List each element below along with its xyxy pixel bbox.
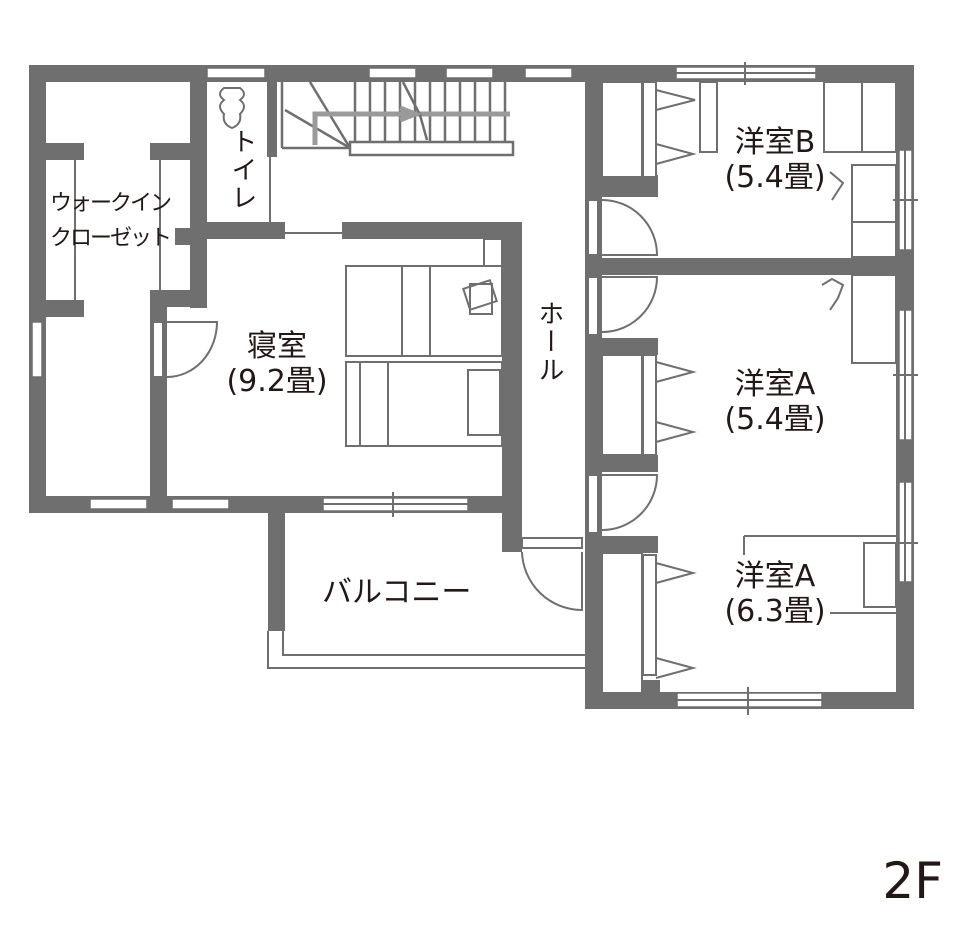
balcony-railing — [267, 631, 585, 669]
balcony-label: バルコニー — [322, 575, 472, 610]
western-room-b-label: 洋室B (5.4畳) — [705, 125, 845, 195]
western-room-a2-label: 洋室A (6.3畳) — [705, 559, 845, 629]
beds — [345, 238, 503, 447]
room-a2-fixtures — [601, 535, 897, 694]
western-room-a1-label: 洋室A (5.4畳) — [705, 367, 845, 437]
walk-in-closet-line1: ウォークイン — [50, 191, 172, 216]
walk-in-closet-line2: クローゼット — [50, 226, 172, 252]
floor-indicator: 2F — [882, 852, 943, 910]
stairs — [280, 81, 515, 157]
room-b-fixtures — [587, 81, 897, 258]
walk-in-closet-label: ウォークイン クローゼット — [50, 186, 172, 256]
bedroom-label: 寝室 (9.2畳) — [212, 329, 342, 399]
bedroom-top-opening — [285, 232, 400, 238]
western-room-a1-size: (5.4畳) — [724, 401, 826, 437]
toilet-fixture — [219, 87, 274, 222]
bedroom-size: (9.2畳) — [226, 363, 328, 399]
wic-rods — [74, 160, 161, 300]
bedroom-name: 寝室 — [247, 329, 307, 364]
hall-label: ホール — [533, 300, 564, 384]
western-room-a2-name: 洋室A — [734, 559, 816, 594]
toilet-label: トイレ — [226, 128, 257, 212]
western-room-a2-size: (6.3畳) — [724, 593, 826, 629]
room-a1-fixtures — [587, 274, 897, 534]
bedroom-door — [152, 321, 219, 378]
balcony-door — [521, 537, 583, 612]
western-room-a1-name: 洋室A — [734, 367, 816, 402]
western-room-b-name: 洋室B — [734, 125, 816, 160]
western-room-b-size: (5.4畳) — [724, 159, 826, 195]
